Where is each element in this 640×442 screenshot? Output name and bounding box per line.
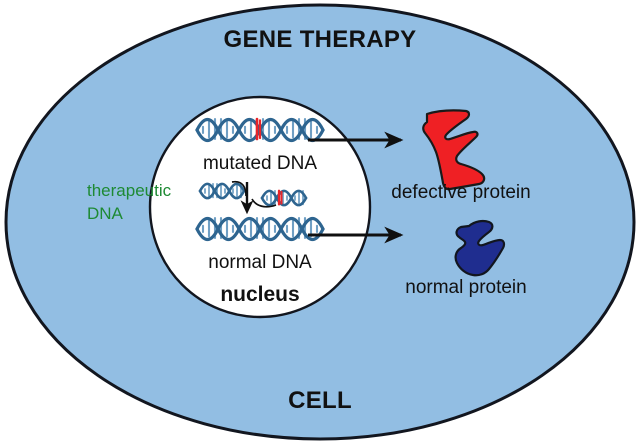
diagram-title: GENE THERAPY — [223, 26, 417, 53]
defective-protein-shape — [422, 109, 486, 191]
excised-mutated-fragment — [260, 189, 308, 207]
normal-protein-label: normal protein — [405, 277, 527, 298]
normal-protein-shape — [454, 219, 506, 277]
therapeutic-dna-label: therapeutic DNA — [87, 181, 172, 223]
defective-protein-label: defective protein — [391, 182, 531, 203]
nucleus-body — [148, 95, 372, 319]
normal-dna-label: normal DNA — [208, 252, 312, 273]
nucleus-label: nucleus — [220, 283, 300, 306]
mutated-dna-helix — [195, 117, 325, 143]
cell-label: CELL — [288, 387, 352, 414]
mutated-dna-label: mutated DNA — [202, 153, 318, 174]
